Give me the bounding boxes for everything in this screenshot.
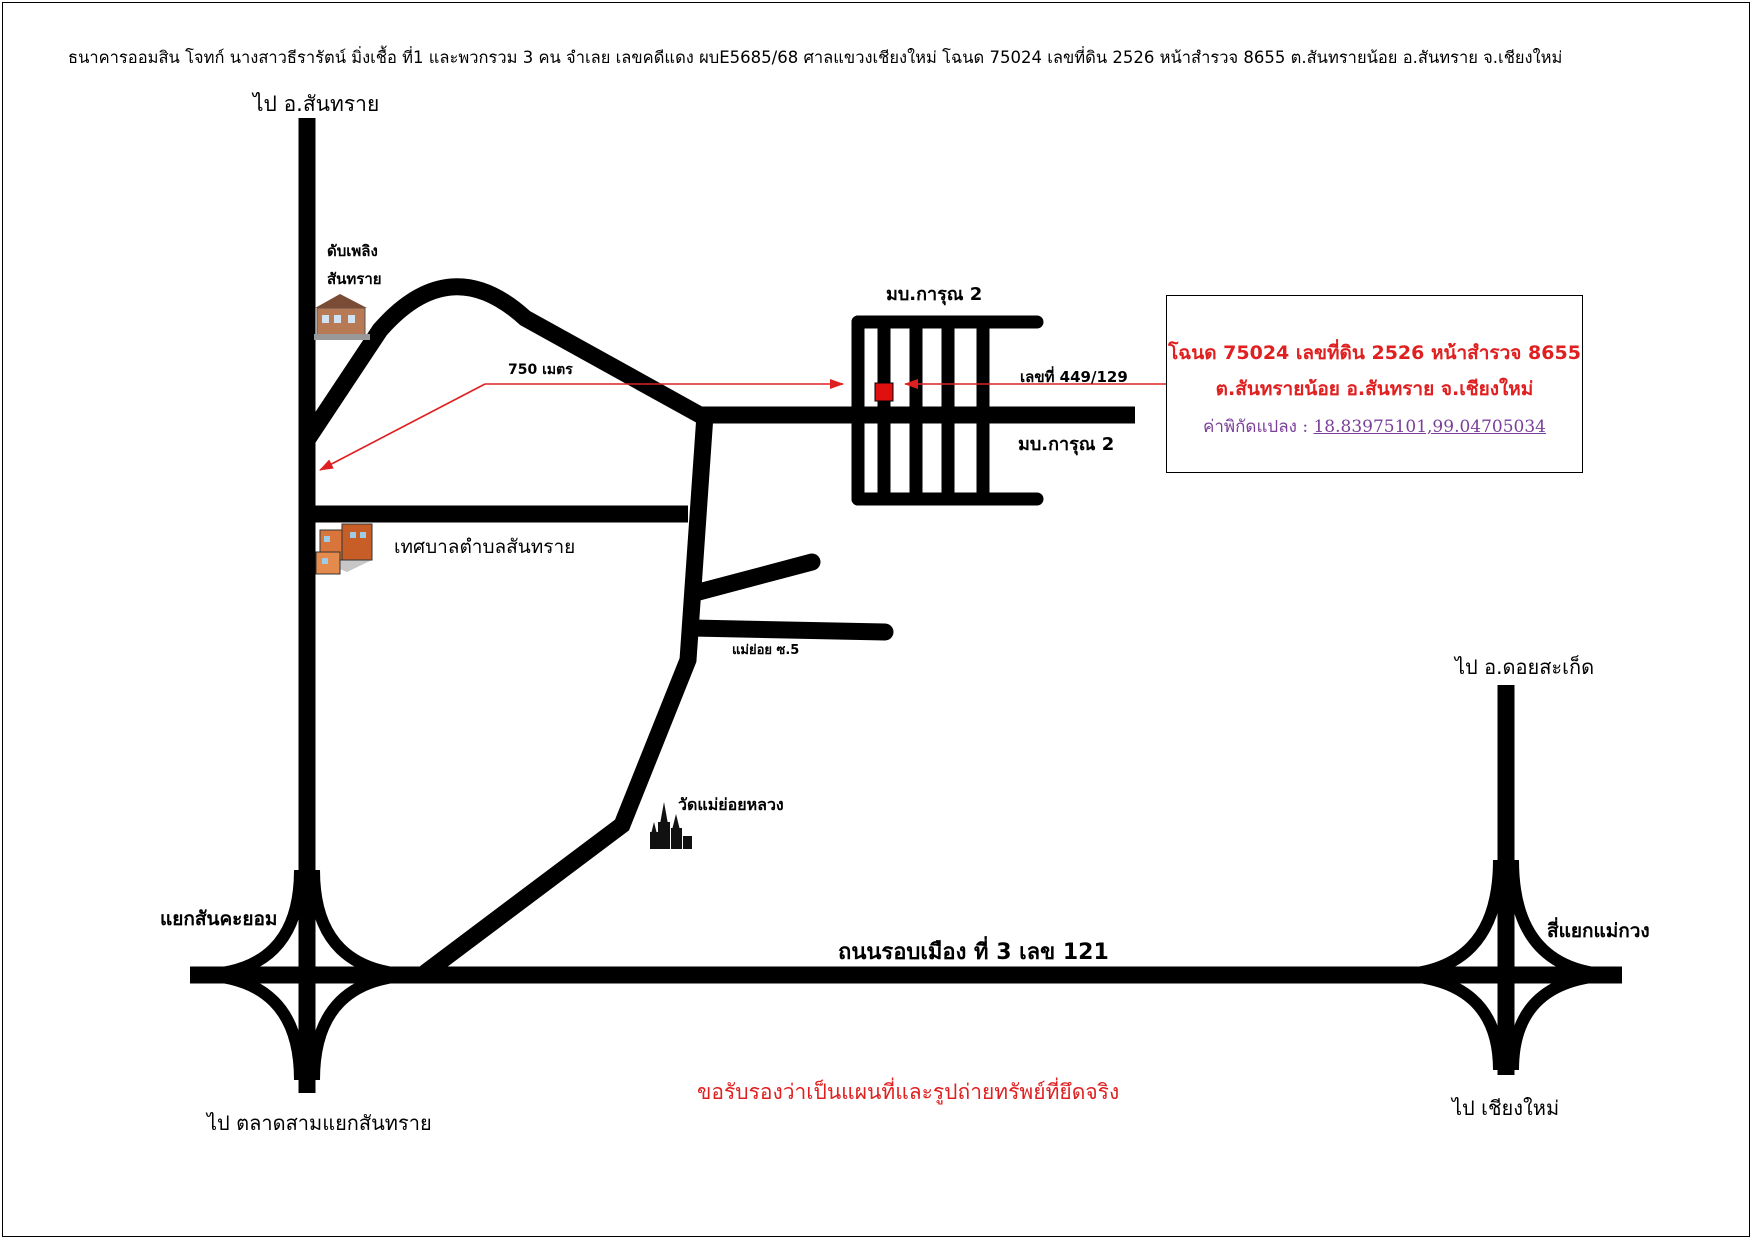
info-location: ต.สันทรายน้อย อ.สันทราย จ.เชียงใหม่	[1215, 378, 1534, 400]
road-branch-upper	[686, 553, 821, 602]
road-branch-soi5	[683, 619, 894, 641]
label-village-top: มบ.การุณ 2	[886, 284, 983, 305]
distance-arrow-to-road	[319, 383, 486, 471]
label-to-sansai: ไป อ.สันทราย	[253, 92, 380, 116]
label-to-market: ไป ตลาดสามแยกสันทราย	[207, 1111, 432, 1135]
fire-station-icon	[314, 294, 370, 340]
label-mae-oi-soi5: แม่ย่อย ซ.5	[732, 643, 800, 658]
coord-link[interactable]: 18.83975101,99.04705034	[1313, 417, 1546, 437]
label-fire-station-1: ดับเพลิง	[327, 242, 378, 260]
property-info-box: โฉนด 75024 เลขที่ดิน 2526 หน้าสำรวจ 8655…	[1166, 295, 1583, 473]
info-title-deed: โฉนด 75024 เลขที่ดิน 2526 หน้าสำรวจ 8655	[1168, 342, 1581, 364]
village-grid	[851, 315, 1044, 506]
interchange-right	[1389, 859, 1621, 1071]
road-junction-south	[419, 414, 714, 980]
label-to-doi-saket: ไป อ.ดอยสะเก็ด	[1455, 655, 1595, 679]
label-ring-road: ถนนรอบเมือง ที่ 3 เลข 121	[838, 940, 1109, 965]
label-fire-station-2: สันทราย	[327, 270, 382, 288]
temple-icon	[650, 802, 692, 849]
certification-text: ขอรับรองว่าเป็นแผนที่และรูปถ่ายทรัพย์ที่…	[697, 1080, 1120, 1104]
label-to-chiang-mai: ไป เชียงใหม่	[1452, 1096, 1560, 1120]
label-mae-kuang-junction: สี่แยกแม่กวง	[1547, 920, 1650, 942]
label-municipality: เทศบาลตำบลสันทราย	[394, 536, 576, 558]
road-curve-north	[298, 278, 709, 449]
label-san-kayom-junction: แยกสันคะยอม	[160, 908, 278, 930]
label-temple: วัดแม่ย่อยหลวง	[678, 795, 784, 814]
label-distance: 750 เมตร	[508, 362, 573, 378]
case-header: ธนาคารออมสิน โจทก์ นางสาวธีรารัตน์ มิ่งเ…	[68, 48, 1563, 67]
municipality-office-icon	[315, 523, 373, 575]
property-marker-icon	[874, 382, 894, 402]
interchange-left	[194, 869, 421, 1081]
coord-label: ค่าพิกัดแปลง :	[1203, 417, 1314, 437]
label-village-bottom: มบ.การุณ 2	[1018, 434, 1115, 455]
label-house-number: เลขที่ 449/129	[1020, 368, 1128, 386]
info-coordinates: ค่าพิกัดแปลง : 18.83975101,99.04705034	[1167, 413, 1582, 440]
